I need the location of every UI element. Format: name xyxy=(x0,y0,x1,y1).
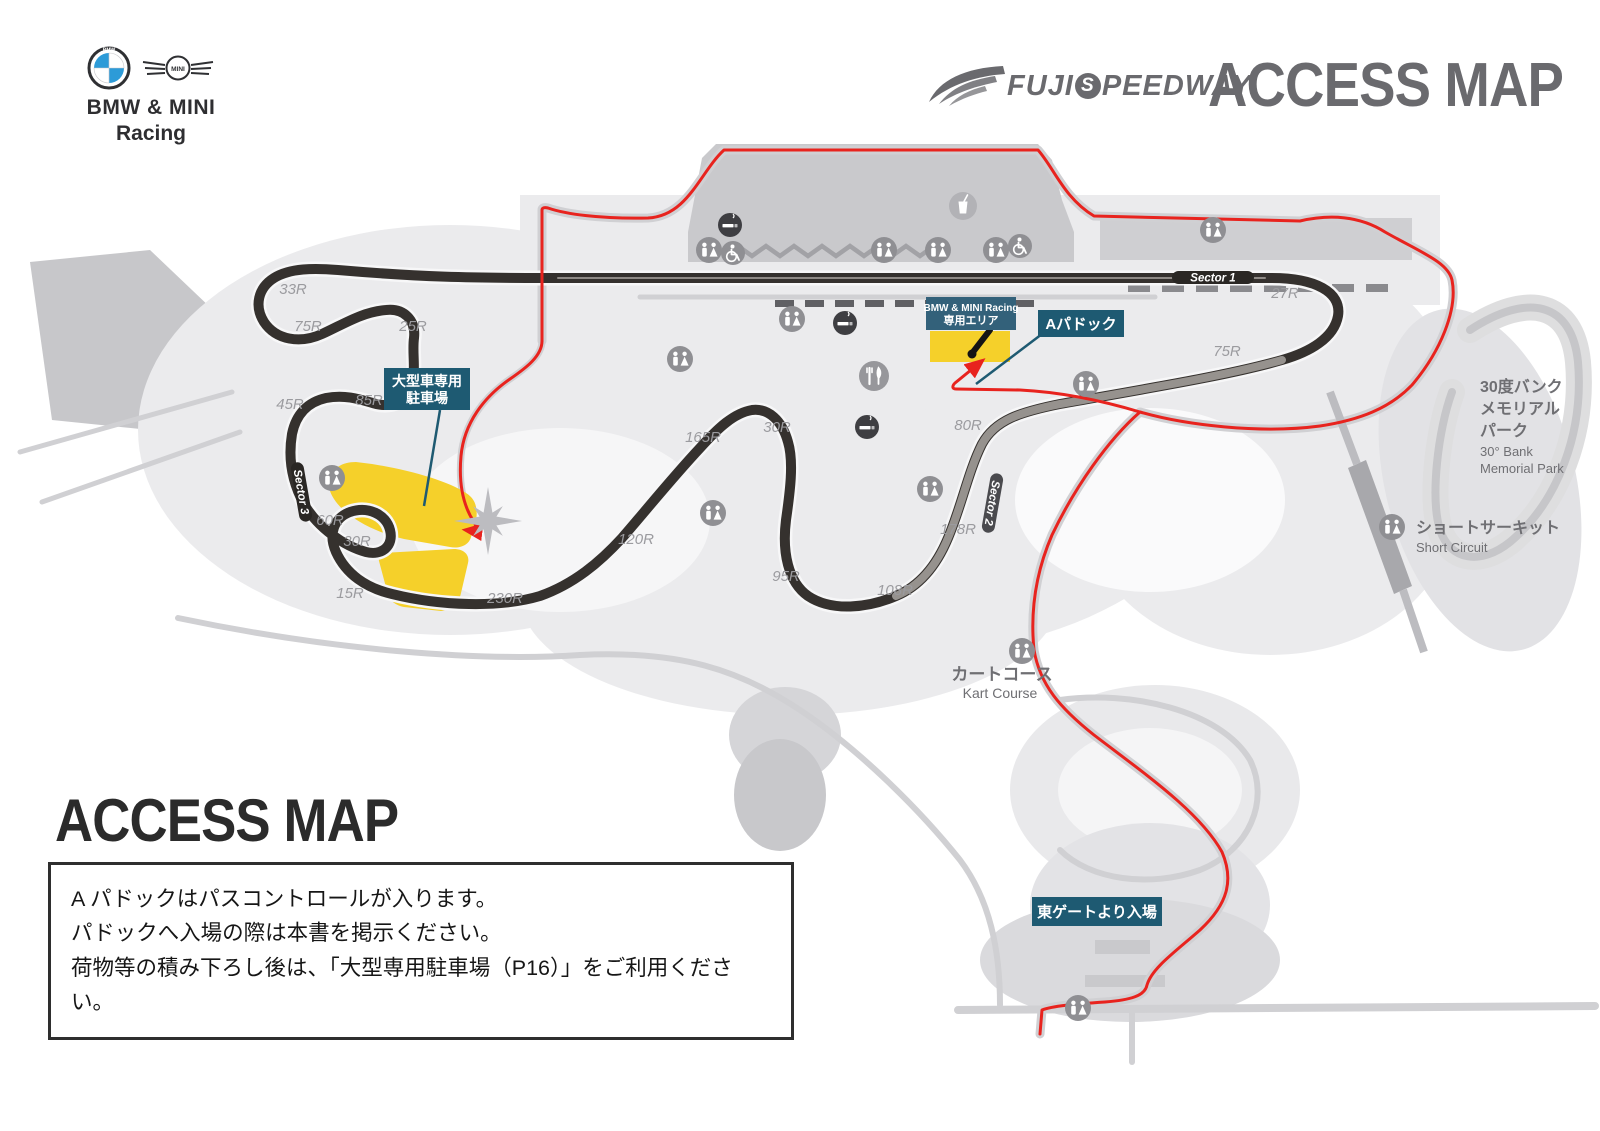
brand-block: BMW MINI BMW & MINI Racing xyxy=(76,44,226,146)
restroom-icon xyxy=(696,237,722,263)
corner-label: 165R xyxy=(685,429,721,446)
footer-title: ACCESS MAP xyxy=(55,787,399,854)
restroom-icon xyxy=(925,237,951,263)
a-paddock-callout-label: Aパドック xyxy=(1045,316,1116,333)
fuji-logo-part1: FUJI xyxy=(1007,69,1074,102)
corner-label: 75R xyxy=(294,318,322,335)
fuji-logo-s-badge: S xyxy=(1074,73,1101,99)
route-paddock-branch xyxy=(951,358,1142,414)
corner-label: 178R xyxy=(940,521,976,538)
restroom-icon xyxy=(667,346,693,372)
restroom-icon xyxy=(1065,995,1091,1021)
corner-label: 30R xyxy=(343,533,371,550)
bmw-area-callout-box xyxy=(926,297,1016,330)
restroom-icon xyxy=(871,237,897,263)
access-route xyxy=(458,148,1455,1036)
restroom-icon xyxy=(917,476,943,502)
notes-box: A パドックはパスコントロールが入ります。 パドックへ入場の際は本書を掲示くださ… xyxy=(48,862,794,1040)
mini-logo-icon: MINI xyxy=(142,55,214,81)
corner-label: 80R xyxy=(954,417,982,434)
corner-label: 30R xyxy=(763,419,791,436)
note-line: A パドックはパスコントロールが入ります。 xyxy=(71,887,498,911)
restroom-icon xyxy=(319,465,345,491)
corner-label: 33R xyxy=(279,281,307,298)
wheelchair-icon xyxy=(1007,233,1033,259)
corner-label: 25R xyxy=(398,318,427,335)
short-circuit-label-jp: ショートサーキット xyxy=(1416,519,1560,537)
parking-callout-line1: 大型車専用 xyxy=(392,373,462,389)
note-line: パドックへ入場の際は本書を掲示ください。 xyxy=(71,921,502,946)
bmw-area-callout-line2: 専用エリア xyxy=(944,313,999,327)
grandstand-seating-zigzag xyxy=(736,243,950,259)
kart-course-label-en: Kart Course xyxy=(963,685,1038,701)
race-track xyxy=(251,261,1346,614)
restroom-icon xyxy=(1073,371,1099,397)
brand-line1: BMW & MINI xyxy=(86,96,216,119)
bmw-area-callout-line1: BMW & MINI Racing xyxy=(924,303,1019,314)
corner-label: 15R xyxy=(336,585,364,602)
restroom-icon xyxy=(1009,638,1035,664)
parking-callout-box xyxy=(384,368,470,410)
callouts: 大型車専用 駐車場 BMW & MINI Racing 専用エリア Aパドック … xyxy=(384,297,1162,926)
restroom-icon xyxy=(1200,217,1226,243)
smoking-area-icon xyxy=(854,414,880,440)
page-title: ACCESS MAP xyxy=(1208,51,1564,120)
route-main xyxy=(540,148,1455,1036)
east-gate-callout-box xyxy=(1032,897,1162,926)
restroom-icon xyxy=(983,237,1009,263)
wheelchair-icon xyxy=(720,240,746,266)
restroom-icon xyxy=(1379,514,1405,540)
parking-leader-line xyxy=(422,409,442,507)
corner-label: 108R xyxy=(877,582,913,599)
compass-rose-icon xyxy=(454,487,522,555)
a-paddock-callout-box xyxy=(1038,310,1124,337)
large-vehicle-parking-area xyxy=(329,462,477,548)
smoking-area-icon xyxy=(832,310,858,336)
restroom-icon xyxy=(700,500,726,526)
fuji-logo-part2: PEEDWAY xyxy=(1101,69,1252,102)
brand-line2: Racing xyxy=(115,122,186,145)
corner-label: 95R xyxy=(772,568,800,585)
bmw-logo-icon: BMW xyxy=(87,46,131,90)
corner-label: 120R xyxy=(618,531,654,548)
smoking-area-icon xyxy=(717,212,743,238)
drink-stand-icon xyxy=(948,191,978,221)
bank-park-label-jp3: パーク xyxy=(1480,422,1528,440)
corner-label: 27R xyxy=(1270,285,1299,302)
corner-label: 230R xyxy=(486,590,523,607)
corner-label: 75R xyxy=(1213,343,1241,360)
place-labels: 30度バンク メモリアル パーク 30° Bank Memorial Park … xyxy=(951,377,1564,701)
corner-label: 45R xyxy=(276,396,304,413)
a-paddock-leader-line xyxy=(975,333,1043,385)
fuji-speedway-logo: FUJI S PEEDWAY xyxy=(925,60,1252,112)
note-line: 荷物等の積み下ろし後は、「大型専用駐車場（P16）」をご利用ください。 xyxy=(71,955,733,1015)
svg-text:MINI: MINI xyxy=(171,66,185,73)
restroom-icon xyxy=(779,306,805,332)
bank-park-label-en1: 30° Bank xyxy=(1480,444,1533,459)
kart-course-label-jp: カートコース xyxy=(951,665,1052,684)
parking-callout-line2: 駐車場 xyxy=(406,390,448,406)
bmw-area-pointer-tip xyxy=(967,349,977,359)
short-circuit-label-en: Short Circuit xyxy=(1416,540,1488,555)
sector1-label: Sector 1 xyxy=(1190,273,1235,285)
corner-label: 60R xyxy=(316,512,344,529)
corner-labels: 33R 75R 25R 45R 85R 60R 30R 15R 230R 120… xyxy=(276,281,1299,607)
restaurant-icon xyxy=(857,359,891,393)
fuji-swoosh-icon xyxy=(929,66,1005,106)
bank-park-label-jp2: メモリアル xyxy=(1480,401,1560,418)
bmw-area-pointer xyxy=(970,327,993,355)
corner-label: 85R xyxy=(355,392,383,409)
bank-park-label-en2: Memorial Park xyxy=(1480,461,1564,476)
sector2-track-section xyxy=(892,356,1286,600)
east-gate-callout-label: 東ゲートより入場 xyxy=(1037,903,1157,921)
bank-park-label-jp1: 30度バンク xyxy=(1480,377,1563,396)
svg-text:BMW: BMW xyxy=(103,47,116,53)
route-parking-branch xyxy=(458,339,544,541)
